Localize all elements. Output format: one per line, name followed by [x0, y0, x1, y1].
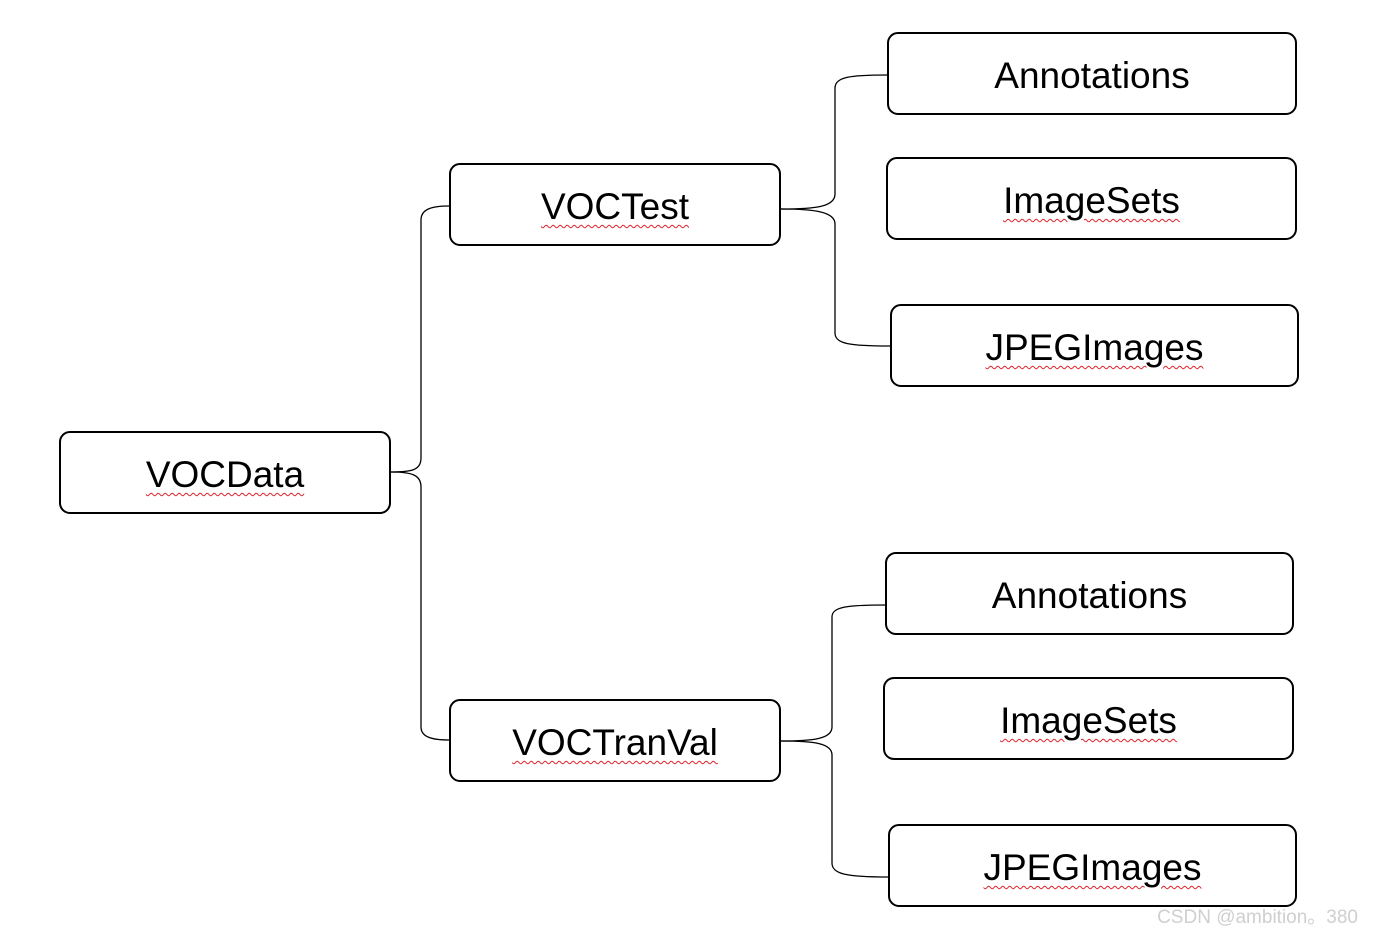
connector-voctranval-to-jpegimages	[780, 740, 889, 878]
connector-voctest-to-jpegimages	[780, 208, 891, 347]
node-voctranval-annotations: Annotations	[885, 552, 1294, 635]
node-voctest: VOCTest	[449, 163, 781, 246]
node-vocdata-label: VOCData	[145, 454, 305, 495]
node-voctest-annotations: Annotations	[887, 32, 1297, 115]
node-voctest-jpegimages: JPEGImages	[890, 304, 1299, 387]
node-voctranval-imagesets: ImageSets	[883, 677, 1294, 760]
node-voctest-jpegimages-label: JPEGImages	[985, 327, 1204, 368]
node-vocdata: VOCData	[59, 431, 391, 514]
connector-root-to-voctranval	[390, 471, 450, 741]
node-voctest-annotations-label: Annotations	[994, 55, 1190, 96]
node-voctest-imagesets: ImageSets	[886, 157, 1297, 240]
node-voctranval-jpegimages-label: JPEGImages	[983, 847, 1202, 888]
connector-root-to-voctest	[390, 205, 450, 473]
watermark-text: CSDN @ambition。380	[1157, 907, 1358, 928]
node-voctranval-imagesets-label: ImageSets	[1000, 700, 1177, 741]
connector-voctest-to-annotations	[780, 74, 888, 210]
node-voctest-label: VOCTest	[540, 186, 690, 227]
node-voctranval-label: VOCTranVal	[512, 722, 718, 763]
node-voctranval-annotations-label: Annotations	[991, 575, 1188, 616]
node-voctranval: VOCTranVal	[449, 699, 781, 782]
node-voctest-imagesets-label: ImageSets	[1003, 180, 1180, 221]
connector-voctranval-to-annotations	[780, 604, 886, 742]
node-voctranval-jpegimages: JPEGImages	[888, 824, 1297, 907]
